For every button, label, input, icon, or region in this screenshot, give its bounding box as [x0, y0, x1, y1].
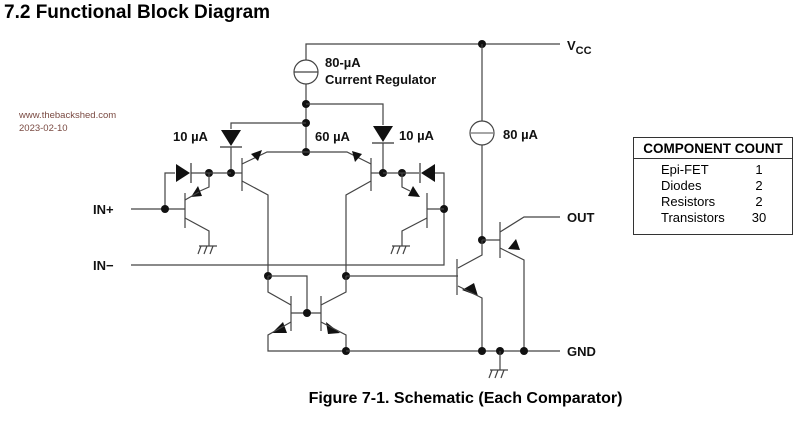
junction-dot [161, 205, 169, 213]
table-row: Transistors 30 [634, 210, 792, 226]
transistor-q-left-input [184, 186, 210, 246]
regulator-current-label: 80-µA [325, 55, 361, 70]
component-count: 2 [755, 194, 763, 209]
component-count: 2 [755, 178, 763, 193]
table-row: Diodes 2 [634, 178, 792, 194]
ground-symbol [197, 245, 217, 255]
transistor-q-out [482, 216, 560, 351]
in-plus-label: IN+ [93, 202, 114, 217]
component-count-title: COMPONENT COUNT [634, 138, 792, 159]
transistor-q-right-upper [306, 151, 372, 276]
watermark-site: www.thebackshed.com [19, 110, 117, 121]
component-name: Epi-FET [661, 162, 709, 177]
output-current-source-symbol [469, 120, 495, 146]
center-current-label: 60 µA [315, 129, 351, 144]
component-name: Transistors [661, 210, 725, 225]
component-count: 30 [751, 210, 767, 225]
vcc-label: VCC [567, 38, 592, 57]
out-label: OUT [567, 210, 595, 225]
transistor-mirror-right [320, 276, 347, 351]
right-diode-current-label: 10 µA [399, 128, 435, 143]
diode-symbol-left-top [220, 130, 242, 148]
section-title: 7.2 Functional Block Diagram [4, 2, 271, 23]
component-count-table: COMPONENT COUNT Epi-FET 1 Diodes 2 Resis… [633, 137, 793, 235]
table-row: Resistors 2 [634, 194, 792, 210]
transistor-q-out-driver [456, 240, 483, 351]
output-source-current-label: 80 µA [503, 127, 539, 142]
regulator-name-label: Current Regulator [325, 72, 436, 87]
current-regulator-symbol [293, 59, 319, 85]
component-name: Diodes [661, 178, 702, 193]
ground-symbol [488, 369, 508, 379]
component-name: Resistors [661, 194, 716, 209]
junction-dot [478, 347, 486, 355]
diode-symbol-right-top [372, 126, 394, 144]
ground-symbol [390, 245, 410, 255]
junction-dot [303, 309, 311, 317]
component-count: 1 [755, 162, 763, 177]
in-minus-label: IN− [93, 258, 114, 273]
watermark: www.thebackshed.com 2023-02-10 [19, 109, 116, 135]
left-diode-current-label: 10 µA [173, 129, 209, 144]
diode-symbol-right-input [419, 163, 435, 183]
junction-dot [520, 347, 528, 355]
diode-symbol-left-input [176, 163, 192, 183]
transistor-q-left-upper [241, 150, 306, 276]
figure-caption: Figure 7-1. Schematic (Each Comparator) [308, 390, 623, 407]
table-row: Epi-FET 1 [634, 162, 792, 178]
gnd-label: GND [567, 344, 596, 359]
transistor-q-right-input [401, 186, 444, 246]
watermark-date: 2023-02-10 [19, 123, 68, 134]
